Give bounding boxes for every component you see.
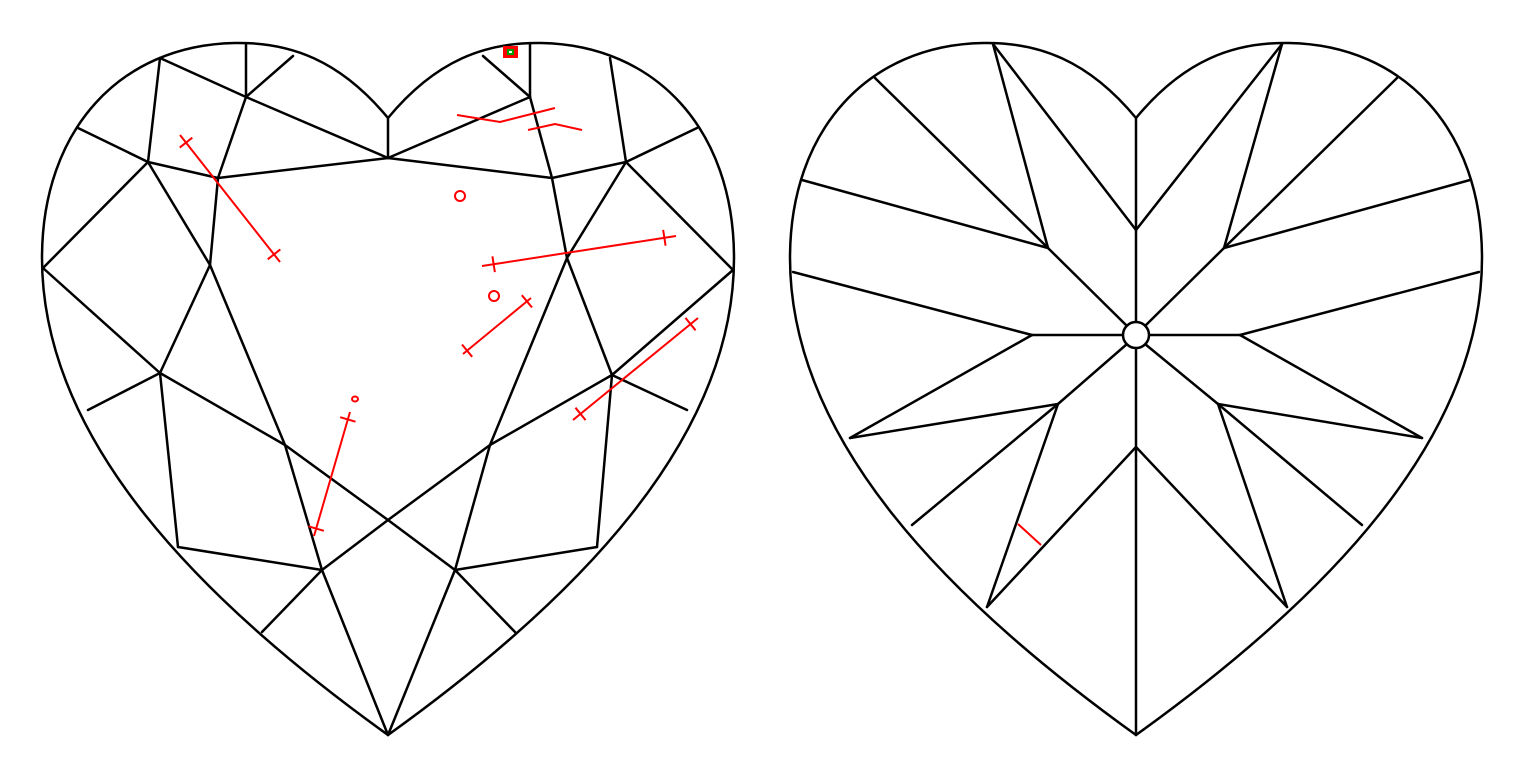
facet-line — [386, 95, 532, 160]
facet-line — [453, 545, 599, 572]
facet-line — [848, 333, 1034, 440]
facet-line — [386, 518, 457, 572]
facet-line — [985, 402, 1060, 609]
facet-line — [985, 445, 1138, 609]
facet-line — [386, 156, 554, 180]
facet-line — [386, 443, 492, 522]
facet-line — [320, 518, 390, 572]
feather-tick — [662, 229, 667, 246]
cloud-inclusion — [456, 107, 556, 124]
facet-line — [1046, 246, 1129, 328]
facet-line — [146, 56, 162, 164]
facet-line — [550, 176, 569, 260]
facet-line — [595, 373, 614, 549]
pinpoint-inclusion — [351, 395, 359, 403]
feather-inclusion — [572, 317, 699, 421]
facet-line — [1216, 402, 1289, 609]
facet-line — [910, 402, 1060, 527]
facet-line — [176, 545, 324, 572]
facet-line — [158, 56, 248, 99]
feather-tick — [491, 256, 496, 273]
feather-tick — [308, 525, 325, 532]
facet-line — [565, 256, 614, 377]
facet-line — [1238, 333, 1424, 440]
feather-tick — [574, 407, 587, 421]
facet-line — [216, 156, 390, 180]
extra-facet-marker-center — [509, 51, 512, 53]
feather-inclusion — [481, 235, 677, 267]
facet-line — [1056, 342, 1129, 406]
facet-line — [991, 42, 1138, 232]
crystal-inclusion — [454, 190, 466, 202]
facet-line — [624, 126, 699, 164]
facet-line — [608, 56, 628, 164]
facet-line — [1134, 42, 1284, 232]
facet-line — [528, 95, 554, 180]
facet-line — [283, 443, 390, 522]
facet-line — [86, 371, 162, 412]
facet-line — [158, 371, 287, 447]
facet-line — [610, 268, 735, 377]
facet-line — [1222, 42, 1284, 250]
facet-line — [41, 160, 150, 270]
pavilion-view — [788, 41, 1484, 737]
facet-line — [158, 371, 180, 549]
facet-line — [1134, 445, 1289, 609]
facet-line — [386, 568, 457, 737]
facet-line — [488, 256, 569, 447]
cloud-inclusion — [527, 122, 583, 131]
facet-line — [1143, 342, 1220, 406]
facet-line — [146, 160, 220, 180]
facet-line — [216, 95, 248, 180]
facet-line — [320, 568, 390, 737]
facet-line — [260, 568, 324, 634]
facet-line — [1222, 76, 1399, 250]
crown-view — [40, 41, 736, 737]
facet-line — [208, 176, 220, 267]
facet-line — [800, 178, 1050, 250]
feather-tick — [521, 294, 533, 309]
facet-line — [158, 263, 212, 375]
facet-line — [1222, 178, 1472, 250]
crystal-inclusion — [488, 290, 500, 302]
culet — [1121, 320, 1151, 350]
feather-tick — [179, 136, 193, 149]
feather-tick — [461, 343, 473, 358]
facet-line — [991, 42, 1050, 250]
facet-line — [146, 160, 212, 267]
facet-line — [488, 373, 614, 447]
facet-line — [41, 266, 162, 375]
needle-inclusion — [1017, 523, 1042, 546]
facet-line — [791, 270, 1034, 337]
facet-line — [244, 54, 295, 99]
facet-line — [453, 568, 517, 634]
facet-line — [76, 126, 150, 164]
feather-tick — [267, 248, 281, 261]
facet-line — [1143, 246, 1226, 328]
feather-tick — [339, 416, 356, 423]
facet-line — [453, 443, 492, 572]
feather-tick — [684, 317, 697, 331]
facet-line — [624, 160, 735, 272]
feather-inclusion — [462, 297, 532, 355]
facet-line — [481, 54, 532, 99]
facet-line — [1216, 402, 1364, 527]
feather-inclusion — [179, 134, 281, 263]
facet-line — [873, 76, 1050, 250]
facet-line — [550, 160, 628, 180]
facet-line — [208, 263, 287, 447]
facet-line — [283, 443, 324, 572]
facet-line — [848, 402, 1060, 440]
facet-line — [610, 373, 689, 412]
facet-line — [565, 160, 628, 260]
feather-inclusion — [313, 411, 351, 537]
facet-line — [244, 95, 390, 160]
facet-line — [1238, 270, 1481, 337]
facet-line — [1216, 402, 1424, 440]
